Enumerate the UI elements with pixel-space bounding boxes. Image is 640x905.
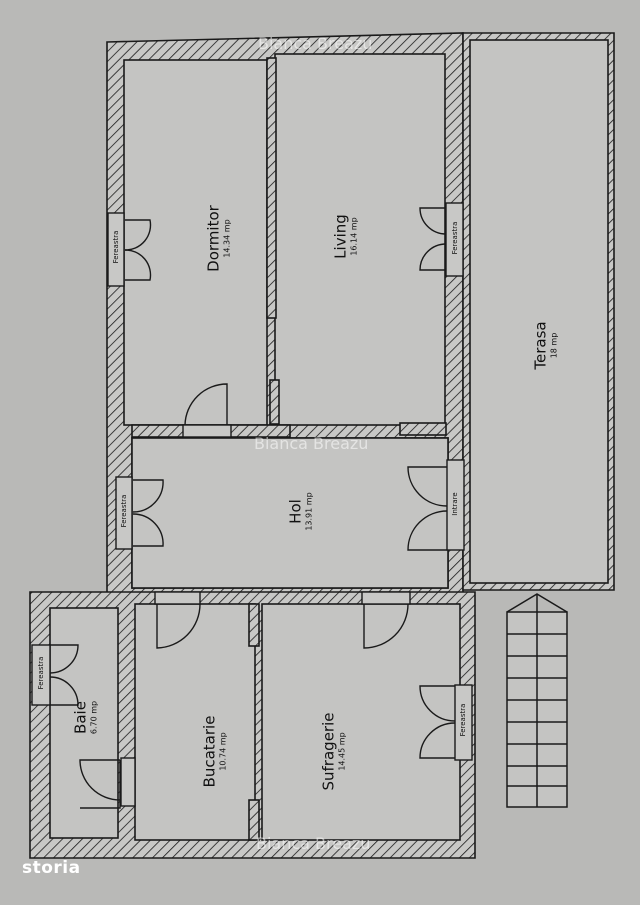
agent-watermark-middle: Bianca Breazu bbox=[254, 434, 369, 453]
window-label-dormitor: Fereastra bbox=[112, 230, 120, 264]
entrance-opening bbox=[446, 459, 465, 551]
terrace bbox=[462, 32, 615, 591]
room-terasa: Terasa 18 mp bbox=[532, 296, 559, 396]
room-living: Living 16.14 mp bbox=[332, 187, 359, 287]
room-hol: Hol 13.91 mp bbox=[287, 462, 314, 562]
room-area: 6.70 mp bbox=[89, 700, 99, 735]
room-area: 10.74 mp bbox=[218, 732, 228, 771]
windows bbox=[31, 202, 473, 807]
window-label-living: Fereastra bbox=[451, 221, 459, 255]
room-name: Sufragerie bbox=[319, 712, 338, 791]
room-area: 18 mp bbox=[549, 332, 559, 359]
room-sufragerie: Sufragerie 14.45 mp bbox=[320, 702, 347, 802]
agent-watermark-bottom: Bianca Breazu bbox=[256, 834, 371, 853]
room-baie: Baie 6.70 mp bbox=[72, 668, 99, 768]
stairs bbox=[506, 593, 568, 808]
room-name: Living bbox=[331, 214, 350, 259]
entrance-label: Intrare bbox=[451, 492, 459, 516]
window-label-hol: Fereastra bbox=[120, 494, 128, 528]
window-label-sufragerie: Fereastra bbox=[459, 703, 467, 737]
room-name: Terasa bbox=[531, 321, 550, 370]
room-name: Baie bbox=[71, 701, 90, 734]
storia-logo: storia bbox=[22, 858, 81, 878]
room-name: Bucatarie bbox=[200, 715, 219, 788]
room-dormitor: Dormitor 14.34 mp bbox=[205, 189, 232, 289]
room-area: 13.91 mp bbox=[304, 492, 314, 531]
window-label-baie: Fereastra bbox=[37, 656, 45, 690]
room-area: 14.34 mp bbox=[222, 219, 232, 258]
walls bbox=[29, 32, 476, 859]
room-area: 16.14 mp bbox=[349, 217, 359, 256]
door-swings bbox=[49, 207, 456, 809]
room-bucatarie: Bucatarie 10.74 mp bbox=[201, 702, 228, 802]
agent-watermark-top: Bianca Breazu bbox=[258, 34, 373, 53]
room-area: 14.45 mp bbox=[337, 732, 347, 771]
room-name: Dormitor bbox=[204, 205, 223, 272]
room-name: Hol bbox=[286, 499, 305, 524]
